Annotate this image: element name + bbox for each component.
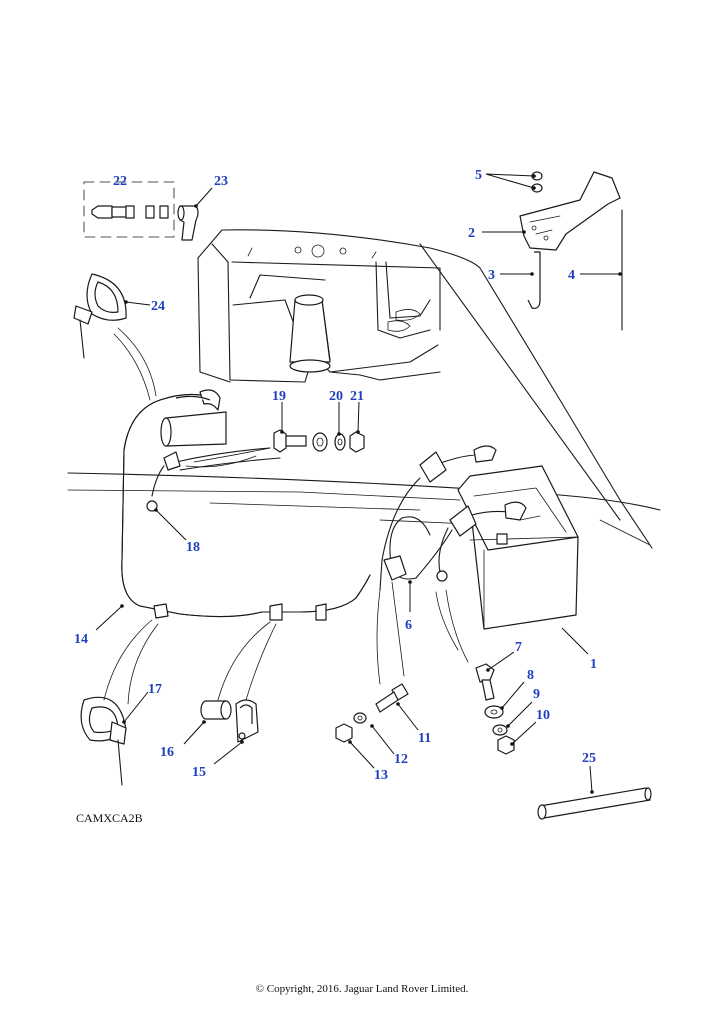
- diagram-reference-code: CAMXCA2B: [76, 811, 143, 825]
- callout-16: 16: [160, 745, 174, 760]
- fixings-19-21: [273, 429, 365, 453]
- callout-2: 2: [468, 226, 475, 241]
- callout-20: 20: [329, 389, 343, 404]
- callout-3: 3: [488, 268, 495, 283]
- callout-10: 10: [536, 708, 550, 723]
- callout-21: 21: [350, 389, 364, 404]
- callout-11: 11: [418, 731, 431, 746]
- callout-8: 8: [527, 668, 534, 683]
- fixings-7-10: [475, 663, 515, 755]
- elbow-23: [177, 205, 199, 241]
- callout-23: 23: [214, 174, 228, 189]
- copyright-notice: © Copyright, 2016. Jaguar Land Rover Lim…: [256, 983, 469, 995]
- callout-22: 22: [113, 174, 127, 189]
- callout-17: 17: [148, 682, 162, 697]
- fixings-11-13: [335, 683, 409, 743]
- callout-19: 19: [272, 389, 286, 404]
- bracket-assembly: [519, 171, 623, 331]
- sleeve-25: [537, 787, 652, 820]
- main-harness: [121, 389, 371, 621]
- callout-25: 25: [582, 751, 596, 766]
- callout-labels: 1 2 3 4 5 6 7 8 9 10 11 12 13 14 15 16 1…: [74, 168, 597, 783]
- callout-14: 14: [74, 632, 88, 647]
- callout-7: 7: [515, 640, 522, 655]
- clip-15: [235, 699, 259, 743]
- callout-1: 1: [590, 657, 597, 672]
- vehicle-body-outline: [67, 229, 661, 549]
- cable-tie-24: [73, 273, 127, 359]
- grommet-16: [200, 700, 232, 720]
- callout-24: 24: [151, 299, 165, 314]
- battery-cables: [379, 445, 527, 591]
- callout-4: 4: [568, 268, 575, 283]
- callout-18: 18: [186, 540, 200, 555]
- callout-9: 9: [533, 687, 540, 702]
- battery: [457, 465, 579, 630]
- fuse-holder-22: [83, 181, 175, 238]
- callout-15: 15: [192, 765, 206, 780]
- callout-6: 6: [405, 618, 412, 633]
- callout-12: 12: [394, 752, 408, 767]
- leader-lines: [95, 173, 622, 794]
- cable-tie-17: [80, 696, 127, 786]
- callout-13: 13: [374, 768, 388, 783]
- callout-5: 5: [475, 168, 482, 183]
